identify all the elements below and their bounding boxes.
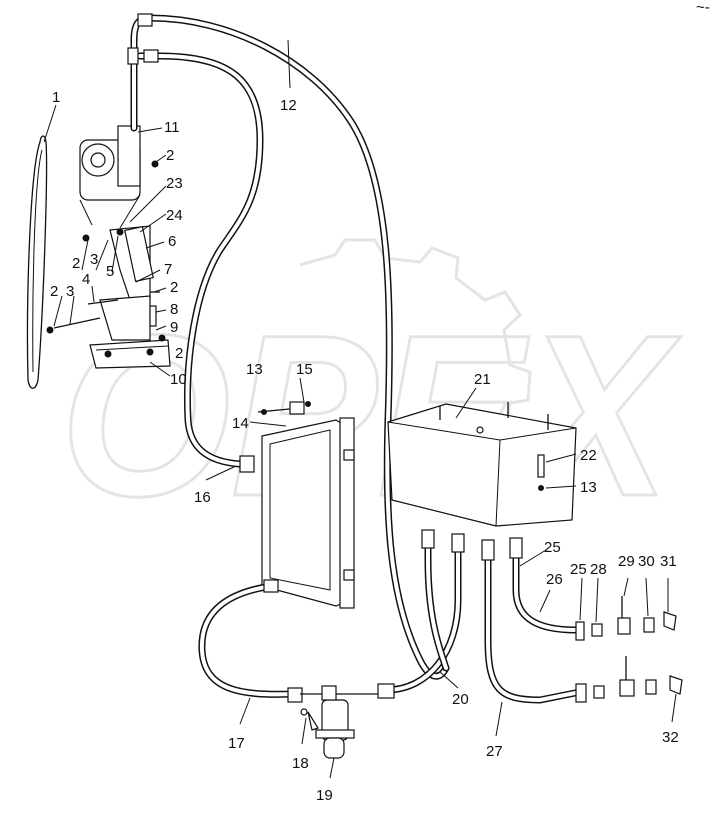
callouts: 1 2 2 2 2 2 3 3 4 5 6 7 8 9 10 11 12 13 … <box>50 89 679 804</box>
watermark-gear <box>299 238 532 426</box>
receiver-drier <box>300 685 380 759</box>
callout-18: 18 <box>292 755 309 772</box>
callout-7: 7 <box>164 261 172 278</box>
callout-26: 26 <box>546 571 563 588</box>
callout-22: 22 <box>580 447 597 464</box>
hose-27 <box>481 539 683 704</box>
watermark: OPEX <box>59 238 683 546</box>
callout-27: 27 <box>486 743 503 760</box>
hose-16 <box>127 13 264 473</box>
callout-25a: 25 <box>544 539 561 556</box>
callout-3b: 3 <box>66 283 74 300</box>
callout-16: 16 <box>194 489 211 506</box>
callout-4: 4 <box>82 271 90 288</box>
callout-1: 1 <box>52 89 60 106</box>
callout-15: 15 <box>296 361 313 378</box>
callout-31: 31 <box>660 553 677 570</box>
callout-25b: 25 <box>570 561 587 578</box>
callout-10: 10 <box>170 371 187 388</box>
callout-2e: 2 <box>175 345 183 362</box>
callout-13b: 13 <box>580 479 597 496</box>
callout-20: 20 <box>452 691 469 708</box>
callout-23: 23 <box>166 175 183 192</box>
callout-28: 28 <box>590 561 607 578</box>
callout-19: 19 <box>316 787 333 804</box>
callout-11: 11 <box>164 119 180 136</box>
callout-2a: 2 <box>166 147 174 164</box>
callout-30: 30 <box>638 553 655 570</box>
callout-12: 12 <box>280 97 297 114</box>
callout-21: 21 <box>474 371 491 388</box>
callout-6: 6 <box>168 233 176 250</box>
callout-13a: 13 <box>246 361 263 378</box>
callout-9: 9 <box>170 319 178 336</box>
callout-17: 17 <box>228 735 245 752</box>
callout-24: 24 <box>166 207 183 224</box>
condenser <box>257 401 355 609</box>
watermark-text: OPEX <box>60 287 681 544</box>
callout-14: 14 <box>232 415 249 432</box>
callout-2b: 2 <box>72 255 80 272</box>
bracket-assembly <box>46 160 171 369</box>
callout-2c: 2 <box>50 283 58 300</box>
hose-12 <box>130 14 450 680</box>
callout-32: 32 <box>662 729 679 746</box>
leader-lines <box>43 39 677 779</box>
compressor <box>79 125 141 229</box>
corner-mark: ~- <box>696 0 710 16</box>
hose-17 <box>198 579 303 703</box>
hose-20 <box>377 529 465 699</box>
callout-8: 8 <box>170 301 178 318</box>
hose-26 <box>509 537 677 641</box>
callout-5: 5 <box>106 263 114 280</box>
callout-3a: 3 <box>90 251 98 268</box>
evaporator-box <box>387 402 577 527</box>
callout-2d: 2 <box>170 279 178 296</box>
callout-29: 29 <box>618 553 635 570</box>
belt <box>26 135 48 389</box>
